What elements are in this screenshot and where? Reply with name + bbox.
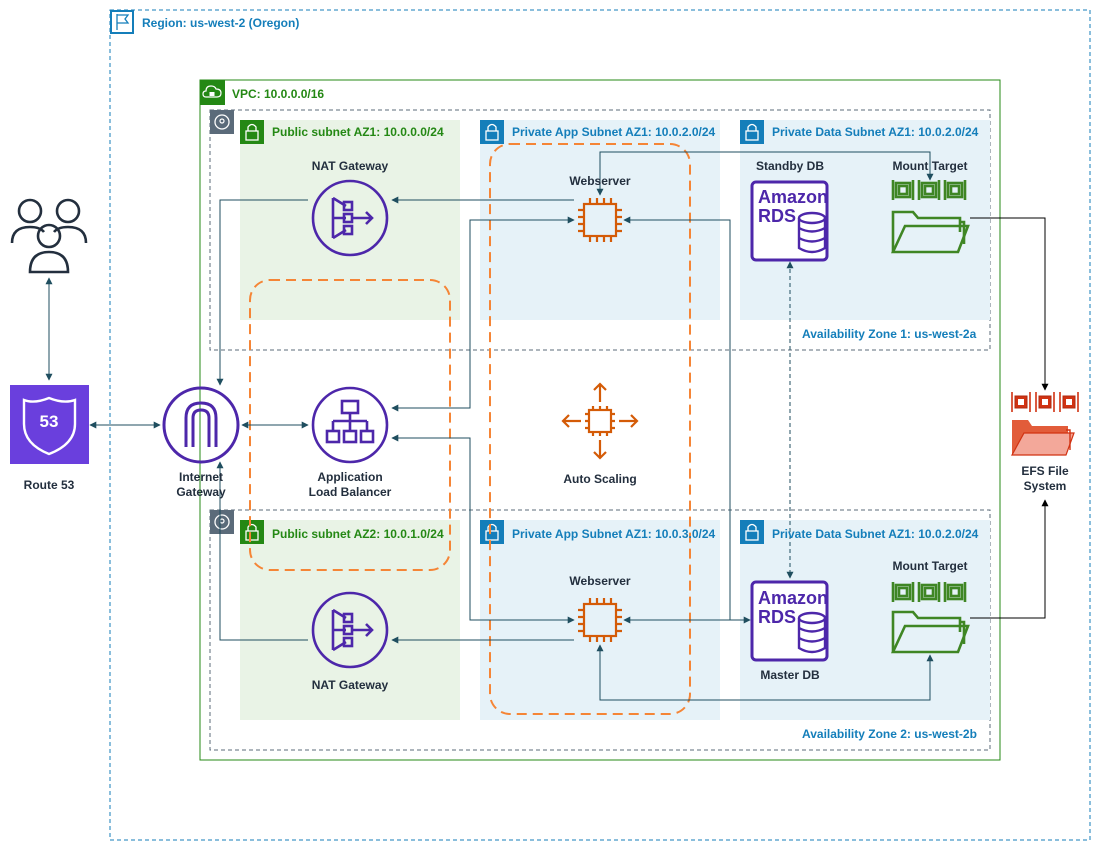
auto-scaling-icon <box>561 382 639 460</box>
public-subnet-az2-label: Public subnet AZ2: 10.0.1.0/24 <box>272 527 444 541</box>
private-app-subnet-az2-label: Private App Subnet AZ1: 10.0.3.0/24 <box>512 527 716 541</box>
mount-target-bottom-icon <box>890 582 970 654</box>
route53-icon <box>10 385 89 464</box>
nat-gateway-bottom-icon <box>311 591 389 669</box>
webserver-bottom-label: Webserver <box>569 574 631 588</box>
igw-label-line1: Internet <box>178 470 224 484</box>
az1-label: Availability Zone 1: us-west-2a <box>802 327 977 341</box>
rds-master-text: Amazon RDS <box>758 588 829 627</box>
edge-nat-bottom-igw <box>216 461 308 641</box>
az1-pin-icon <box>210 110 234 134</box>
edge-mount-bottom-efs <box>970 499 1049 619</box>
private-app-az1-lock-icon <box>480 120 504 144</box>
webserver-top-label: Webserver <box>569 174 631 188</box>
private-data-subnet-az2-label: Private Data Subnet AZ1: 10.0.2.0/24 <box>772 527 979 541</box>
efs-label-line2: System <box>1023 479 1067 493</box>
nat-gateway-top-icon <box>311 179 389 257</box>
vpc-boundary <box>199 79 1001 761</box>
rds-master-icon <box>750 580 829 662</box>
vpc-label: VPC: 10.0.0.0/16 <box>232 87 325 101</box>
edge-web-top-master <box>623 216 731 620</box>
mount-target-top-icon <box>890 180 970 254</box>
region-boundary <box>109 9 1091 841</box>
az2-label: Availability Zone 2: us-west-2b <box>802 727 977 741</box>
webserver-bottom-icon <box>578 598 622 642</box>
mount-target-top-label: Mount Target <box>892 159 968 173</box>
vpc-cloud-lock-icon <box>200 80 225 105</box>
standby-db-label: Standby DB <box>755 159 825 173</box>
nat-gateway-bottom-label: NAT Gateway <box>311 678 389 692</box>
edge-alb-web-bottom <box>391 434 575 624</box>
edge-alb-web-top <box>391 216 575 412</box>
private-app-az2-lock-icon <box>480 520 504 544</box>
alb-label-line2: Load Balancer <box>308 485 392 499</box>
master-db-label: Master DB <box>760 668 820 682</box>
edge-web-bottom-mount-bottom <box>596 644 934 701</box>
edge-nat-top-igw <box>216 199 308 386</box>
alb-label-line1: Application <box>317 470 383 484</box>
region-label: Region: us-west-2 (Oregon) <box>142 16 300 30</box>
web-autoscaling-group <box>489 143 691 715</box>
public-subnet-az1 <box>240 120 460 320</box>
nat-gateway-top-label: NAT Gateway <box>311 159 389 173</box>
webserver-top-icon <box>578 198 622 242</box>
igw-label-line2: Gateway <box>176 485 226 499</box>
edge-mount-top-efs <box>970 217 1049 391</box>
private-app-subnet-az1-label: Private App Subnet AZ1: 10.0.2.0/24 <box>512 125 716 139</box>
efs-label-line1: EFS File <box>1021 464 1069 478</box>
internet-gateway-icon <box>162 386 240 464</box>
rds-standby-text: Amazon RDS <box>758 187 829 226</box>
private-data-subnet-az1-label: Private Data Subnet AZ1: 10.0.2.0/24 <box>772 125 979 139</box>
route53-label: Route 53 <box>23 478 75 492</box>
efs-file-system-icon <box>1010 392 1079 456</box>
public-subnet-az1-label: Public subnet AZ1: 10.0.0.0/24 <box>272 125 444 139</box>
edge-web-top-mount-top <box>596 151 934 196</box>
az2-pin-icon <box>210 510 234 534</box>
mount-target-bottom-label: Mount Target <box>892 559 968 573</box>
public-az2-lock-icon <box>240 520 264 544</box>
users-icon <box>10 198 88 274</box>
region-flag-icon <box>110 10 134 34</box>
auto-scaling-label: Auto Scaling <box>563 472 637 486</box>
rds-standby-icon <box>750 180 829 262</box>
private-data-az2-lock-icon <box>740 520 764 544</box>
load-balancer-icon <box>311 386 389 464</box>
public-az1-lock-icon <box>240 120 264 144</box>
private-data-az1-lock-icon <box>740 120 764 144</box>
